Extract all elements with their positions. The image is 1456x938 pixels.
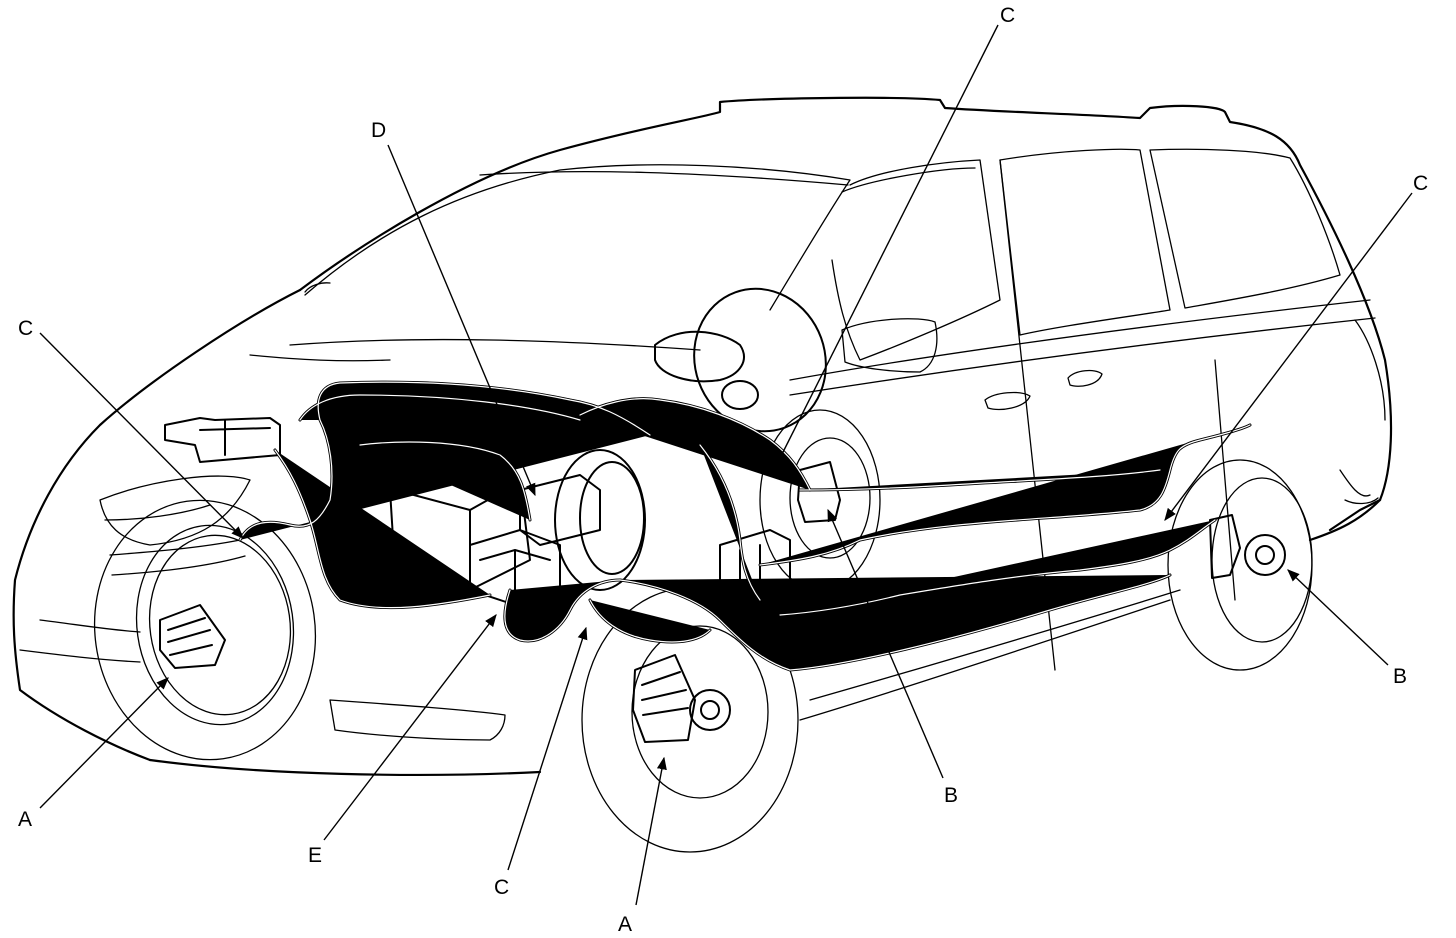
callout-a-front-right: A [618,913,632,936]
master-cylinder [519,474,601,546]
leader-c-top [773,24,999,472]
callout-c-rear: C [1413,172,1428,195]
leader-d [387,144,536,497]
leader-b-rear-right [1287,569,1389,666]
dashboard-cluster [654,330,745,383]
callout-c-center-lower: C [494,876,509,899]
rear-right-wheel [1167,459,1313,671]
washer-reservoir [164,417,281,463]
front-right-caliper [632,654,696,743]
callout-e: E [308,844,322,867]
callout-b-rear-left: B [944,784,958,807]
callout-labels: A A B B C C C C D E [18,4,1428,936]
leader-e [323,613,497,841]
rear-left-caliper [797,461,841,523]
vehicle-body [12,96,1393,776]
brake-lines [238,380,1252,672]
callout-c-top: C [1000,4,1015,27]
callout-d: D [371,119,386,142]
leader-c-rear [1164,192,1413,522]
front-left-caliper [159,604,226,669]
rear-right-caliper [1209,514,1241,579]
leader-a-front-right [635,756,667,906]
callout-a-front-left: A [18,808,32,831]
leader-c-center-lower [507,626,588,871]
leader-c-front-left [39,332,244,539]
callout-c-front-left: C [18,317,33,340]
leader-b-rear-left [827,508,944,779]
callout-b-rear-right: B [1393,665,1407,688]
leader-a-front-left [39,677,169,809]
callout-leaders [39,24,1413,906]
front-left-wheel [93,499,317,761]
brake-booster [554,449,646,591]
